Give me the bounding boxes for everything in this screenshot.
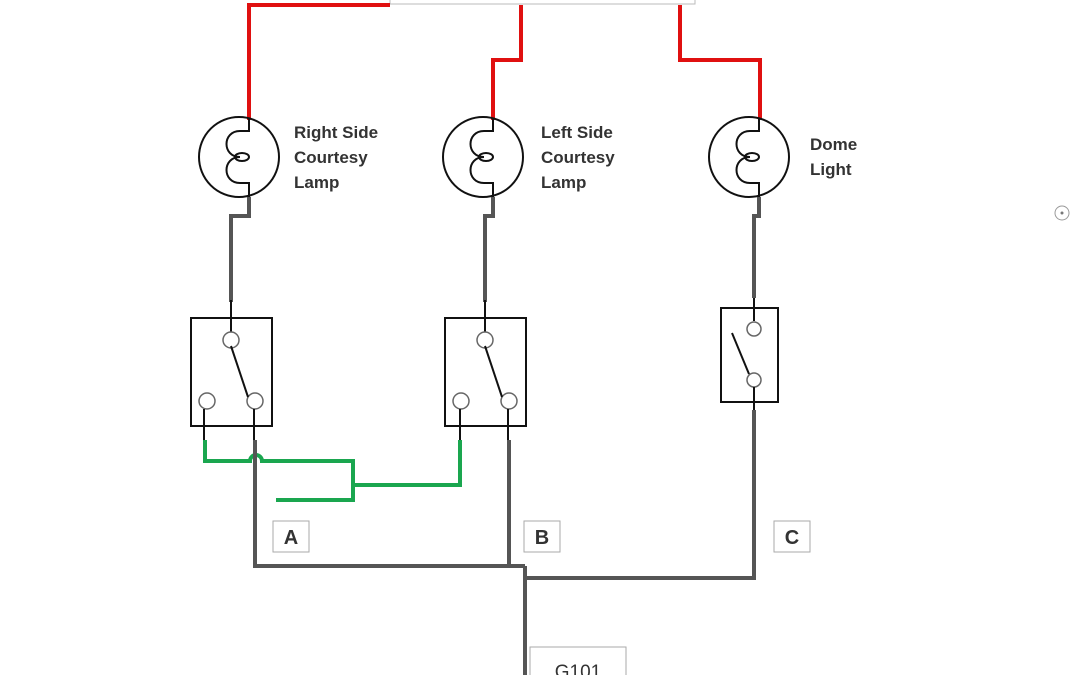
switch-link-wire-b [353,440,462,487]
connector-label-c: C [773,520,811,553]
svg-text:C: C [785,527,799,549]
ground-wire-a [253,440,525,568]
lamp-label-right-line2: Courtesy [294,148,368,167]
wire-right-lamp-to-switch [229,197,251,302]
door-switch-c [720,298,779,412]
lamp-right-side-courtesy [198,116,280,198]
wire-left-lamp-to-switch [483,197,495,302]
lamp-dome-light [708,116,790,198]
ground-wire-c [525,410,756,580]
connector-label-a: A [272,520,310,553]
door-switch-b [444,300,527,440]
lamp-label-right-line1: Right Side [294,123,378,142]
lamp-label-left-line2: Courtesy [541,148,615,167]
power-source-box [389,0,696,5]
power-wire-right-lamp [247,3,390,120]
switch-link-wire-a [203,440,355,502]
ground-label-g101: G101 [529,646,627,675]
door-switch-a [190,300,273,440]
power-wire-left-lamp [491,5,523,120]
svg-text:A: A [284,527,298,549]
lamp-label-right-line3: Lamp [294,173,339,192]
lamp-label-dome-line1: Dome [810,135,857,154]
svg-text:G101: G101 [555,662,601,675]
lamp-label-left-line3: Lamp [541,173,586,192]
lamp-left-side-courtesy [442,116,524,198]
connector-label-b: B [523,520,561,553]
lamp-label-dome-line2: Light [810,160,852,179]
svg-text:B: B [535,527,549,549]
wire-dome-to-switch [752,197,761,298]
power-wire-dome-light [678,5,762,120]
lamp-label-left-line1: Left Side [541,123,613,142]
circle-dot-icon[interactable] [1054,205,1070,221]
